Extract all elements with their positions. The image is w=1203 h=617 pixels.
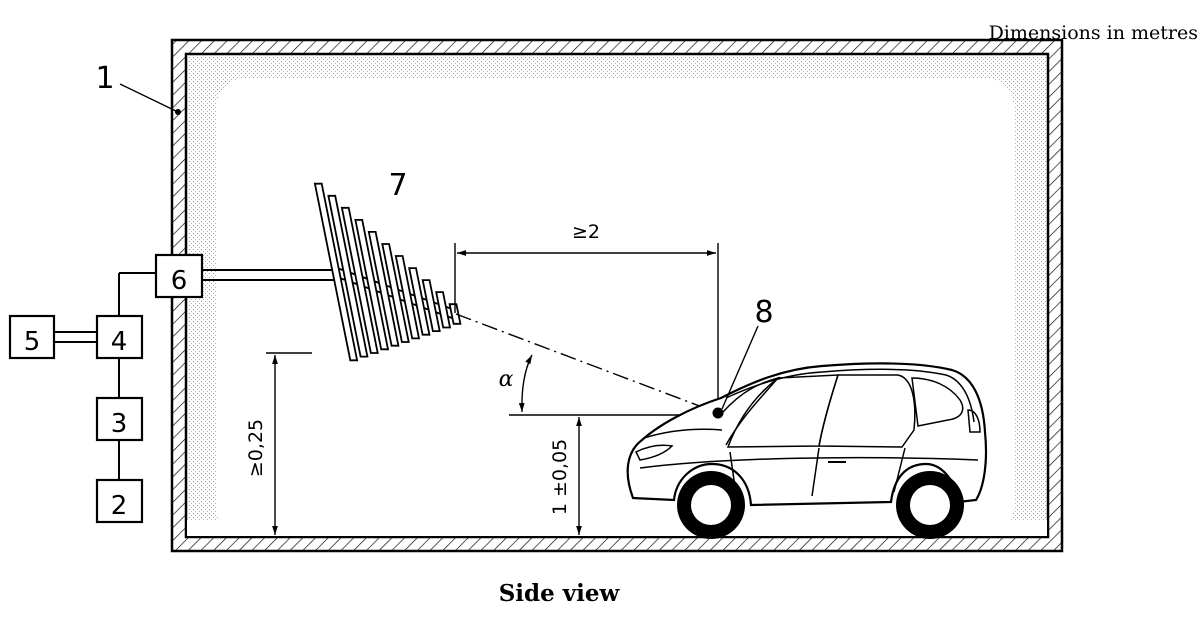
antenna-height-label: ≥0,25 (245, 419, 267, 477)
leader-1-dot (175, 109, 181, 115)
reference-point (712, 407, 724, 419)
distance-dimension: ≥2 (454, 221, 719, 413)
angle-label: α (499, 367, 514, 392)
angle-marker: α (499, 354, 533, 413)
box-6: 6 (154, 253, 204, 299)
antenna-element (367, 230, 400, 347)
antenna-element (421, 279, 441, 333)
rear-quarter-window (911, 377, 964, 427)
units-note: Dimensions in metres (989, 22, 1198, 44)
label-8: 8 (754, 295, 773, 330)
belt-line (639, 456, 979, 469)
equipment-chain: 6 4 5 3 2 (8, 253, 340, 524)
antenna-element (313, 182, 359, 362)
rear-window (818, 374, 916, 448)
boresight-line (455, 313, 719, 414)
antenna-element (408, 267, 431, 336)
antenna-element (394, 255, 421, 340)
figure-caption: Side view (499, 580, 621, 607)
antenna-element (327, 194, 369, 358)
door-rear-edge (893, 447, 906, 493)
label-2: 2 (111, 491, 128, 521)
car-body (626, 362, 988, 507)
box-5: 5 (8, 314, 56, 360)
box-3: 3 (95, 396, 144, 442)
label-5: 5 (24, 327, 41, 357)
antenna-element (435, 291, 452, 329)
floor-gap (187, 520, 1047, 536)
vehicle (626, 362, 988, 539)
door-divider (811, 447, 820, 497)
tail-light (967, 409, 981, 433)
rear-wheel (896, 471, 964, 539)
headlight (634, 444, 674, 461)
chamber-wall (170, 38, 1064, 553)
label-6: 6 (171, 266, 188, 296)
box-2: 2 (95, 478, 144, 524)
box-4: 4 (95, 314, 144, 360)
antenna (313, 182, 462, 362)
antenna-element (340, 206, 379, 354)
front-wheel (677, 471, 745, 539)
hood-line (643, 428, 723, 439)
distance-label: ≥2 (572, 221, 600, 243)
label-1: 1 (95, 61, 114, 96)
label-7: 7 (388, 168, 407, 203)
angle-arc (518, 354, 533, 413)
leader-8 (721, 325, 759, 410)
label-4: 4 (111, 327, 128, 357)
antenna-height-dimension: ≥0,25 (245, 352, 312, 535)
leader-1 (119, 83, 179, 113)
antenna-element (381, 243, 410, 343)
antenna-element (354, 218, 390, 351)
antenna-element (448, 303, 462, 325)
reference-height-label: 1 ±0,05 (549, 439, 571, 515)
label-3: 3 (111, 409, 128, 439)
